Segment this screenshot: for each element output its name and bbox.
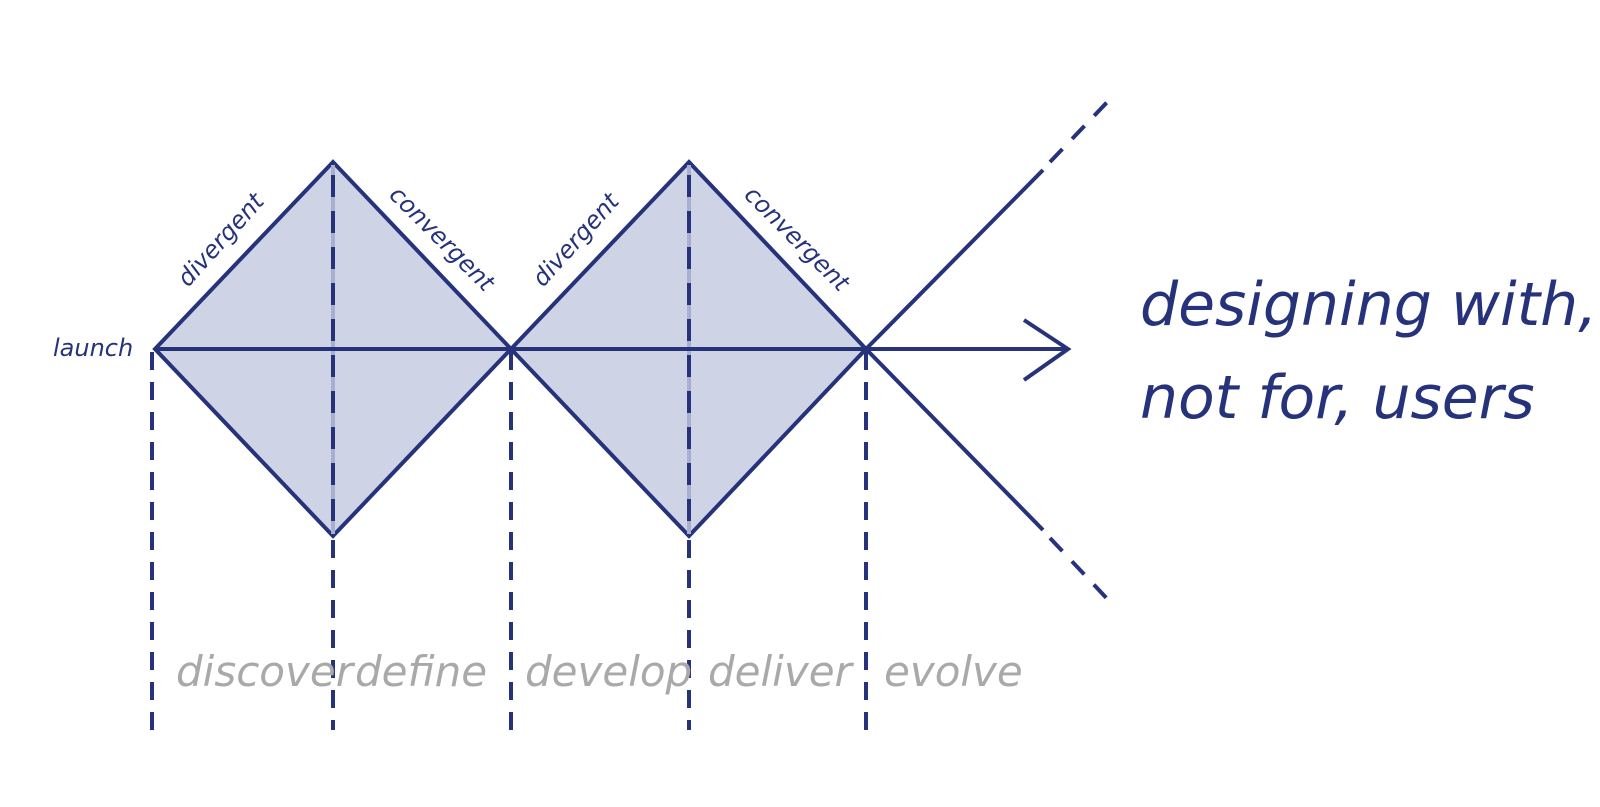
phase-label-discover: discover <box>176 647 356 696</box>
arrowhead-icon <box>1022 318 1072 382</box>
evolve-upper-line <box>864 168 1045 351</box>
evolve-lower-dash <box>1048 536 1115 607</box>
headline-line-2: not for, users <box>1140 363 1535 433</box>
launch-label: launch <box>53 334 133 362</box>
phase-label-evolve: evolve <box>884 647 1023 696</box>
evolve-upper-dash <box>1048 94 1115 164</box>
phase-label-develop: develop <box>525 647 692 696</box>
phase-label-define: define <box>355 647 487 696</box>
evolve-lower-line <box>864 347 1045 532</box>
headline-line-1: designing with, <box>1140 270 1597 340</box>
phase-label-deliver: deliver <box>708 647 855 696</box>
